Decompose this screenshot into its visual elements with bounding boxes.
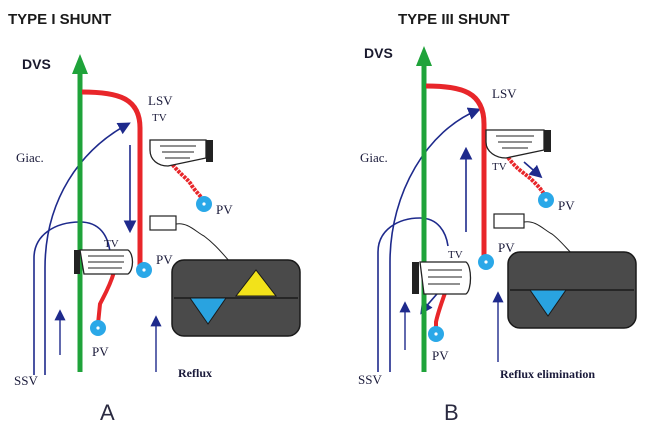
panel-b-lsv-shunt — [425, 83, 487, 266]
panel-a-giac-label: Giac. — [16, 150, 44, 165]
panel-a-ssv-vein — [33, 221, 81, 375]
panel-b-doppler-display — [507, 251, 637, 329]
panel-b-pv-upper-label: PV — [558, 198, 575, 213]
panel-a-pv-mid-label: PV — [156, 252, 173, 267]
panel-a-doppler-probe-icon — [149, 215, 177, 231]
panel-a-ssv-label: SSV — [14, 373, 38, 388]
panel-a-dvs-label: DVS — [22, 56, 51, 72]
panel-a: TYPE I SHUNT DVS — [8, 11, 301, 425]
panel-b-tv-lower-label: TV — [448, 249, 463, 261]
panel-b-flow-triangle — [529, 289, 567, 317]
panel-a-pv-upper-label: PV — [216, 202, 233, 217]
panel-b-upper-tributary — [504, 152, 547, 197]
panel-b-dvs-label: DVS — [364, 45, 393, 61]
panel-a-probe-cable — [175, 223, 231, 263]
panel-a-ssv-return — [79, 221, 111, 253]
panel-b-letter: B — [444, 400, 459, 425]
panel-a-forward-flow-triangle — [234, 269, 278, 297]
panel-a-upper-hand-icon — [149, 139, 213, 167]
panel-a-pv-lower-label: PV — [92, 344, 109, 359]
panel-b-tributary-flow-arrow — [523, 161, 543, 179]
panel-b: TYPE III SHUNT DVS — [358, 11, 637, 425]
panel-b-lower-hand-icon — [412, 261, 472, 295]
panel-a-lower-hand-icon — [74, 249, 134, 275]
panel-b-ssv-label: SSV — [358, 372, 382, 387]
panel-a-lsv-label: LSV — [148, 93, 173, 108]
panel-a-reverse-flow-triangle — [189, 297, 227, 325]
panel-b-lower-tributary — [434, 289, 448, 328]
panel-b-header: TYPE III SHUNT — [398, 11, 510, 28]
panel-b-pv-mid-label: PV — [498, 240, 515, 255]
panel-b-doppler-probe-icon — [493, 213, 525, 229]
panel-b-giacomini-vein — [389, 107, 481, 372]
panel-a-deep-vein-arrowhead — [72, 54, 88, 74]
panel-a-lower-tributary — [96, 271, 116, 325]
panel-b-upper-hand-icon — [485, 129, 551, 159]
panel-a-caption: Reflux — [178, 366, 212, 380]
panel-a-lsv-shunt — [81, 89, 143, 272]
panel-a-doppler-display — [171, 259, 301, 337]
panel-b-giac-label: Giac. — [360, 150, 388, 165]
panel-b-tv-upper-label: TV — [492, 161, 507, 173]
panel-a-upper-tributary — [166, 156, 205, 202]
panel-a-tv-lower-label: TV — [104, 238, 119, 250]
panel-b-lsv-label: LSV — [492, 86, 517, 101]
panel-a-tv-upper-label: TV — [152, 112, 167, 124]
panel-b-probe-cable — [523, 221, 577, 259]
panel-a-letter: A — [100, 400, 115, 425]
panel-a-header: TYPE I SHUNT — [8, 11, 111, 28]
panel-b-pv-lower-label: PV — [432, 348, 449, 363]
panel-b-ssv-vein — [377, 217, 421, 372]
panel-b-caption: Reflux elimination — [500, 367, 595, 381]
panel-b-deep-vein-arrowhead — [416, 46, 432, 66]
panel-a-giacomini-vein — [44, 122, 131, 375]
